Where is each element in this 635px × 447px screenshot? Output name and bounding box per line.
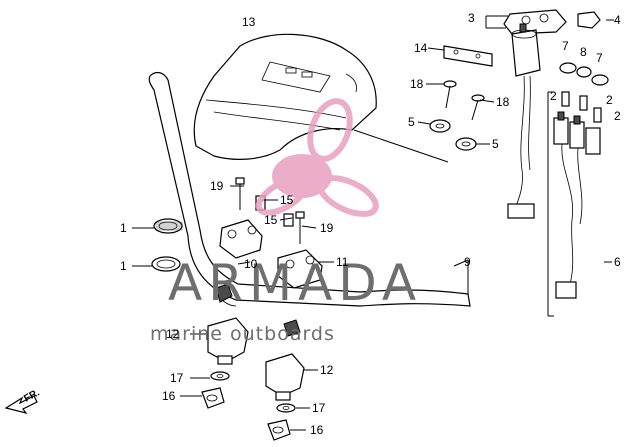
nut-16-left	[201, 387, 225, 409]
watermark-logo	[255, 98, 379, 217]
screw-18-right	[471, 94, 485, 121]
label-3: 3	[468, 11, 475, 25]
handlebar-cover	[193, 33, 449, 163]
holder-upper-left	[219, 219, 263, 259]
bracket-6	[547, 91, 554, 317]
holder-upper-right	[277, 249, 323, 289]
bolt-19-left	[235, 177, 245, 210]
label-19-left: 19	[210, 179, 224, 193]
part-labels: 13 3 4 14 7 8 7 18 18 2 2 2 5 5 19 15 15…	[120, 11, 621, 437]
label-7-left: 7	[562, 39, 569, 53]
arrow-icon	[4, 395, 38, 414]
label-1-upper: 1	[120, 221, 127, 235]
label-13: 13	[242, 15, 256, 29]
label-5-upper: 5	[408, 115, 415, 129]
label-14: 14	[414, 41, 428, 55]
label-16-right: 16	[310, 423, 324, 437]
switch-body	[511, 23, 541, 77]
label-10: 10	[244, 257, 258, 271]
label-11: 11	[336, 255, 349, 269]
washer-17-right	[276, 403, 296, 413]
label-12-right: 12	[320, 363, 334, 377]
label-17-right: 17	[312, 401, 326, 415]
holder-lower-right	[265, 353, 305, 401]
label-18-right: 18	[496, 95, 510, 109]
label-19-right: 19	[320, 221, 334, 235]
watermark: ARMADA marine outboards	[150, 98, 422, 345]
pin-2-c	[593, 107, 602, 123]
bolt-15-right	[283, 213, 294, 227]
holder-lower-left	[207, 317, 249, 365]
label-2-c: 2	[614, 109, 621, 123]
watermark-tagline: marine outboards	[150, 323, 335, 345]
label-16-left: 16	[162, 389, 176, 403]
label-4: 4	[614, 13, 621, 27]
switch-knob-4	[577, 11, 601, 29]
label-17-left: 17	[170, 371, 184, 385]
label-7-right: 7	[596, 51, 603, 65]
grommet-5-upper	[429, 119, 451, 133]
switch-block-6	[553, 111, 601, 299]
label-15-left: 15	[264, 213, 278, 227]
handlebar	[148, 71, 471, 337]
label-15-right: 15	[280, 193, 294, 207]
rubber-cap-7-right	[591, 74, 609, 86]
watermark-brand: ARMADA	[168, 254, 422, 312]
pin-2-b	[579, 95, 588, 111]
front-direction-marker: FR.	[4, 387, 42, 414]
label-2-a: 2	[550, 89, 557, 103]
label-5-lower: 5	[492, 137, 499, 151]
bolt-19-right	[295, 211, 305, 244]
label-18-left: 18	[410, 77, 424, 91]
grommet-5-lower	[455, 137, 477, 151]
nut-16-right	[267, 419, 291, 441]
label-9: 9	[464, 255, 471, 269]
leader-lines	[132, 15, 614, 431]
pin-2-a	[561, 91, 570, 107]
rubber-cap-8	[576, 66, 592, 78]
label-1-lower: 1	[120, 259, 127, 273]
clamp-lower	[151, 256, 181, 272]
front-label: FR.	[22, 387, 42, 404]
clamp-upper	[153, 218, 183, 234]
label-12-left: 12	[166, 327, 180, 341]
rubber-cap-7-left	[559, 62, 577, 74]
switch-wire-harness	[507, 75, 535, 219]
label-8: 8	[580, 45, 587, 59]
label-2-b: 2	[606, 93, 613, 107]
mount-plate-14	[443, 45, 493, 67]
screw-18-left	[443, 80, 457, 109]
washer-17-left	[210, 371, 230, 381]
label-6: 6	[614, 255, 621, 269]
